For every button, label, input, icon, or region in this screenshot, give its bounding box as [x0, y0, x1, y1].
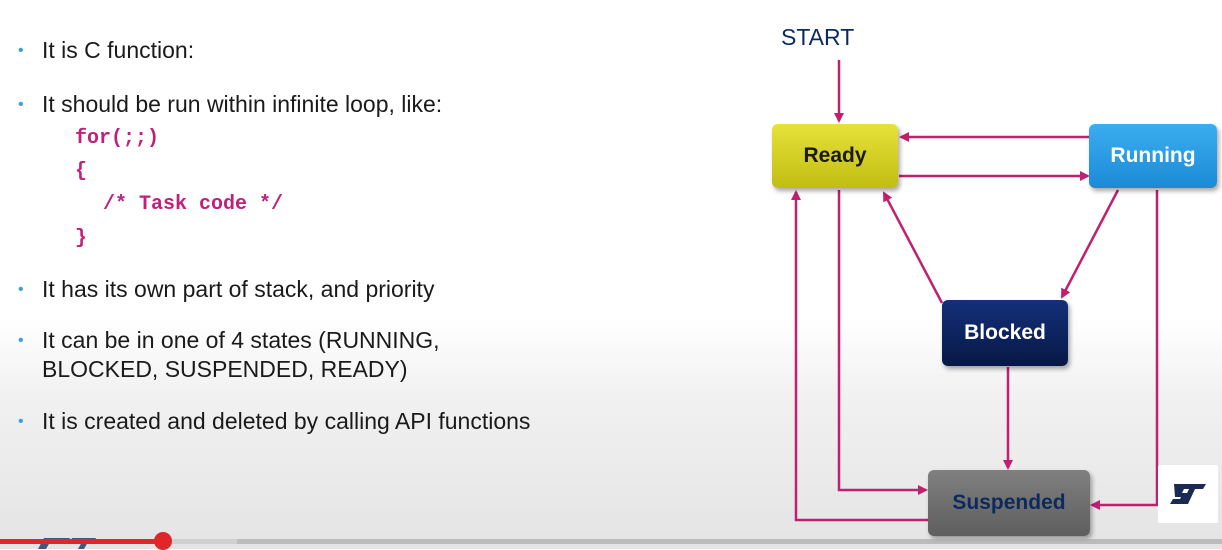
progress-track[interactable] [0, 539, 1222, 544]
progress-scrubber-handle[interactable] [153, 532, 172, 550]
st-logo-icon [1170, 484, 1206, 504]
arrow-running-to-blocked [1060, 189, 1120, 299]
state-blocked: Blocked [942, 300, 1068, 366]
state-blocked-label: Blocked [964, 321, 1046, 344]
state-ready: Ready [772, 124, 898, 188]
bullet-text: It is C function: [42, 37, 195, 63]
code-line: for(;;) [75, 127, 160, 150]
bullet-dot-icon: • [18, 332, 24, 349]
state-running: Running [1089, 124, 1217, 188]
progress-fill [0, 539, 163, 544]
bullet-text: It can be in one of 4 states (RUNNING, [42, 327, 440, 353]
bullet-dot-icon: • [18, 281, 24, 298]
bullet-text-continued: BLOCKED, SUSPENDED, READY) [42, 356, 408, 382]
bullet-dot-icon: • [18, 413, 24, 430]
arrow-ready-to-suspended [837, 190, 928, 495]
arrow-suspended-to-ready [791, 190, 928, 522]
start-label: START [781, 24, 855, 50]
bullet-text: It should be run within infinite loop, l… [42, 91, 443, 117]
state-running-label: Running [1110, 144, 1196, 167]
state-suspended: Suspended [928, 470, 1090, 536]
st-logo [1158, 465, 1218, 523]
code-line: { [75, 160, 88, 183]
bullet-dot-icon: • [18, 42, 24, 59]
bullet-text: It is created and deleted by calling API… [42, 408, 531, 434]
arrow-blocked-to-ready [882, 191, 944, 304]
code-line: /* Task code */ [103, 193, 284, 216]
arrow-running-to-suspended [1090, 190, 1159, 510]
code-line: } [75, 227, 88, 250]
bullet-dot-icon: • [18, 96, 24, 113]
state-ready-label: Ready [803, 144, 867, 167]
bullet-text: It has its own part of stack, and priori… [42, 276, 435, 302]
state-suspended-label: Suspended [952, 491, 1066, 514]
